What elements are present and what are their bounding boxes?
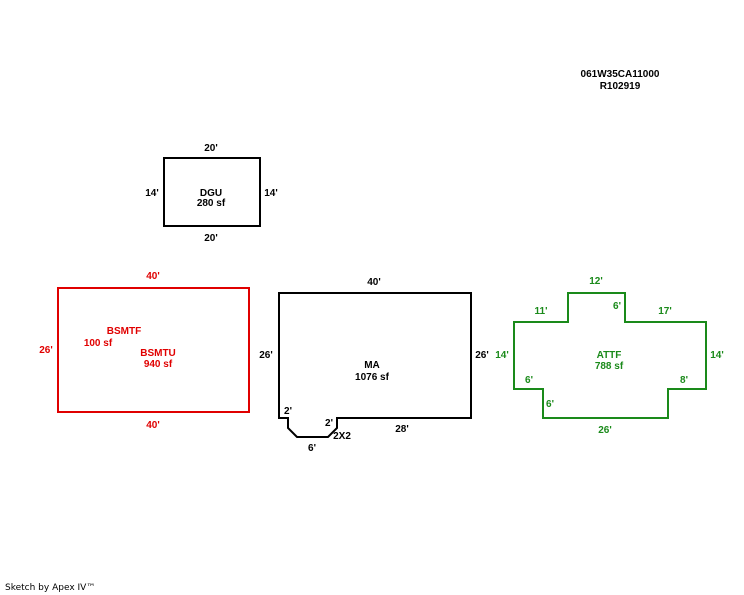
main-area-dim-bottom: 28' [395,424,409,435]
dgu-area: DGU 280 sf 20' 20' 14' 14' [145,143,278,244]
main-area-dim-left: 26' [259,350,273,361]
basement-unfinished-area: 940 sf [144,359,173,370]
attached-dim-top: 12' [589,276,603,287]
dgu-area-value: 280 sf [197,198,226,209]
attached-area-code: ATTF [597,350,622,361]
basement-outline [57,287,250,413]
attached-area-outline [513,292,707,419]
basement-area: 40' 40' 26' BSMTF 100 sf BSMTU 940 sf [39,271,250,431]
main-area-notch-label: 2X2 [333,431,351,442]
basement-dim-left: 26' [39,345,53,356]
attached-dim-step-right: 17' [658,306,672,317]
attached-dim-low-left-drop: 6' [546,399,554,410]
attached-dim-low-right: 8' [680,375,688,386]
basement-dim-top: 40' [146,271,160,282]
main-area-notch-left: 2' [284,406,292,417]
attached-dim-left: 14' [495,350,509,361]
main-area-dim-top: 40' [367,277,381,288]
dgu-outline [163,157,261,227]
dgu-dim-right: 14' [264,188,278,199]
dgu-dim-top: 20' [204,143,218,154]
attached-area: ATTF 788 sf 12' 11' 6' 17' 14' 14' 6' 6'… [495,276,724,436]
basement-unfinished-code: BSMTU [140,348,176,359]
account-number: R102919 [600,81,641,92]
parcel-id: 061W35CA11000 [581,69,660,80]
main-area: MA 1076 sf 40' 26' 26' 28' 2' 2' 6' 2X2 [259,277,489,454]
main-area-notch-bottom: 6' [308,443,316,454]
basement-finished-code: BSMTF [107,326,141,337]
dgu-code: DGU [200,188,222,199]
attached-dim-step-inner-left: 6' [613,301,621,312]
main-area-dim-right: 26' [475,350,489,361]
basement-dim-bottom: 40' [146,420,160,431]
dgu-dim-bottom: 20' [204,233,218,244]
basement-finished-area: 100 sf [84,338,113,349]
dgu-dim-left: 14' [145,188,159,199]
attached-dim-bottom: 26' [598,425,612,436]
attached-dim-low-left: 6' [525,375,533,386]
sketch-credit: Sketch by Apex IV™ [5,583,96,593]
main-area-notch-right: 2' [325,418,333,429]
main-area-code: MA [364,360,380,371]
main-area-outline [278,292,472,438]
attached-dim-step-left: 11' [535,306,548,317]
main-area-value: 1076 sf [355,372,390,383]
attached-dim-right: 14' [710,350,724,361]
attached-area-value: 788 sf [595,361,624,372]
